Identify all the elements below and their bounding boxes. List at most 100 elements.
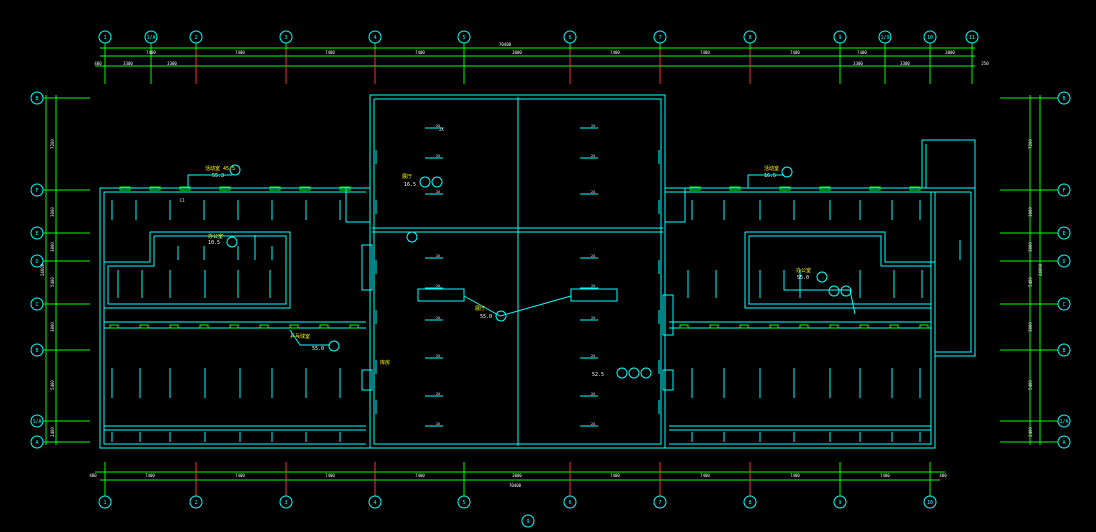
top-sub-dimension: 400 — [94, 61, 102, 66]
room-area-left-office: 10.5 — [208, 240, 220, 246]
svg-text:1: 1 — [103, 500, 106, 506]
svg-text:2: 2 — [194, 35, 197, 41]
svg-text:4: 4 — [373, 35, 376, 41]
right-segment-dimension: 5400 — [1028, 380, 1033, 390]
room-area-left-lower: 55.0 — [312, 346, 324, 352]
bottom-overall-dimension: 70400 — [509, 483, 522, 488]
right-axis-bubble: 1/A — [1057, 414, 1071, 428]
room-area-right-office: 55.0 — [797, 275, 809, 281]
svg-text:1/A: 1/A — [146, 35, 155, 41]
svg-text:5: 5 — [462, 500, 465, 506]
fixture-label: 2X — [591, 254, 596, 258]
top-dimension-lines — [95, 47, 975, 67]
svg-text:6: 6 — [568, 35, 571, 41]
svg-text:1: 1 — [103, 35, 106, 41]
svg-text:E: E — [1062, 231, 1065, 237]
top-axis-bubble: 2 — [189, 30, 203, 44]
top-segment-dimension: 7400 — [857, 50, 867, 55]
window-mark — [289, 324, 299, 329]
top-sub-dimension: 3300 — [853, 61, 863, 66]
room-label-right-office: 办公室 — [796, 267, 811, 274]
left-segment-dimension: 3000 — [50, 322, 55, 332]
window-mark — [799, 324, 809, 329]
right-axis-bubble: E — [1057, 226, 1071, 240]
svg-text:F: F — [35, 188, 38, 194]
room-label-left-lower: 乒乓球室 — [290, 333, 310, 340]
right-axis-bubble: C — [1057, 297, 1071, 311]
fixture-label: 2X — [436, 392, 441, 396]
window-mark — [729, 186, 741, 191]
svg-text:10: 10 — [927, 500, 933, 506]
window-label-sample: C1 — [180, 198, 185, 203]
svg-text:9: 9 — [838, 35, 841, 41]
top-segment-dimension: 7400 — [610, 50, 620, 55]
window-mark — [819, 186, 831, 191]
building-walls — [99, 94, 976, 449]
svg-text:7: 7 — [658, 35, 661, 41]
fixture-label: 2X — [436, 190, 441, 194]
room-label-center-mid: 展厅 — [475, 306, 485, 312]
bottom-extra-bubble: 9 — [521, 514, 535, 528]
window-mark — [179, 186, 191, 191]
top-axis-bubble: 1/A — [144, 30, 158, 44]
bottom-edge-dimension: 400 — [939, 473, 947, 478]
fixture-label: 2X — [591, 190, 596, 194]
window-mark — [709, 324, 719, 329]
right-segment-dimension: 2400 — [1028, 427, 1033, 437]
right-axis-bubble: D — [1057, 254, 1071, 268]
top-axis-bubble: 9 — [833, 30, 847, 44]
bottom-axis-ticks — [104, 462, 931, 496]
room-label-left-office: 办公室 — [208, 233, 223, 240]
svg-text:3: 3 — [284, 35, 287, 41]
left-axis-bubble: B — [30, 343, 44, 357]
right-axis-bubble: B — [1057, 343, 1071, 357]
room-annotations: 活动室 45.5 55.3 办公室 10.5 乒乓球室 55.0 展厅 16.5… — [205, 165, 811, 378]
room-tag-leaders — [187, 164, 856, 379]
svg-text:B: B — [1062, 96, 1065, 102]
window-mark — [829, 324, 839, 329]
svg-text:11: 11 — [969, 35, 975, 41]
left-total-dimension: 24000 — [40, 263, 45, 276]
bottom-segment-dimension: 7400 — [235, 473, 245, 478]
top-axis-bubble: 10 — [923, 30, 937, 44]
svg-text:C: C — [35, 302, 38, 308]
svg-text:D: D — [35, 259, 38, 265]
right-segment-dimension: 3000 — [1028, 207, 1033, 217]
svg-text:8: 8 — [748, 500, 751, 506]
left-segment-dimension: 5400 — [50, 277, 55, 287]
svg-text:1/A: 1/A — [1059, 419, 1068, 425]
left-segment-dimension: 3000 — [50, 242, 55, 252]
top-axis-ticks — [104, 43, 973, 84]
window-mark — [919, 324, 929, 329]
fixture-label: 2X — [436, 316, 441, 320]
top-sub-dimension: 3300 — [900, 61, 910, 66]
bottom-axis-bubble: 7 — [653, 495, 667, 509]
fixture-label-sample: 2X — [439, 127, 444, 132]
window-marks — [109, 186, 929, 329]
top-segment-dimension: 7400 — [325, 50, 335, 55]
fixture-label: 2X — [436, 254, 441, 258]
room-label-left-upper: 活动室 45.5 — [205, 165, 235, 172]
window-mark — [109, 324, 119, 329]
window-mark — [679, 324, 689, 329]
top-axis-bubble: 6 — [563, 30, 577, 44]
right-segment-dimension: 3000 — [1028, 322, 1033, 332]
left-axis-bubble: C — [30, 297, 44, 311]
window-mark — [739, 324, 749, 329]
fixture-label: 2X — [591, 354, 596, 358]
top-overall-dimension: 70400 — [499, 42, 512, 47]
bottom-edge-dimension: 400 — [89, 473, 97, 478]
window-mark — [199, 324, 209, 329]
right-segment-dimension: 5400 — [1028, 277, 1033, 287]
window-mark — [349, 324, 359, 329]
fixture-label: 2X — [591, 316, 596, 320]
fixture-label: 2X — [436, 354, 441, 358]
top-axis-bubble: 11 — [965, 30, 979, 44]
left-segment-dimension: 3000 — [50, 207, 55, 217]
left-segment-dimension: 5400 — [50, 380, 55, 390]
bottom-segment-dimension: 7400 — [145, 473, 155, 478]
svg-text:5: 5 — [462, 35, 465, 41]
svg-text:C: C — [1062, 302, 1065, 308]
